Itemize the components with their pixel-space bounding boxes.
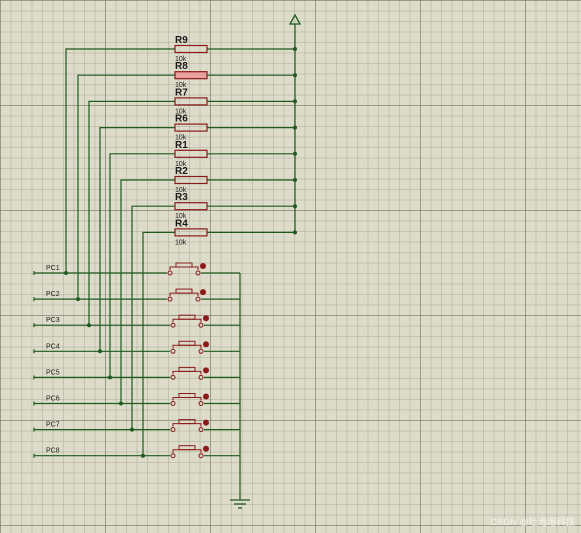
resistor-ref-label: R8 xyxy=(175,61,188,72)
junction-dot xyxy=(108,375,112,380)
resistor-ref-label: R4 xyxy=(175,218,188,229)
button-cap xyxy=(178,445,196,451)
junction-dot xyxy=(119,401,123,406)
resistor-value-label: 10k xyxy=(175,135,187,142)
button-contact xyxy=(195,270,201,276)
button-contact xyxy=(198,427,204,433)
wire xyxy=(109,153,175,378)
wire xyxy=(99,126,175,352)
button-contact xyxy=(198,401,204,406)
resistor-value-label: 10k xyxy=(175,108,187,115)
resistor-value-label: 10k xyxy=(175,213,187,220)
resistor-body xyxy=(174,44,208,54)
button-cap xyxy=(175,262,193,268)
button-cap xyxy=(178,393,196,398)
junction-dot xyxy=(293,178,297,182)
wire xyxy=(65,48,175,273)
button-indicator-icon xyxy=(200,289,206,296)
button-indicator-icon xyxy=(203,367,209,374)
button-indicator-icon xyxy=(200,263,206,269)
button-contact xyxy=(170,322,176,328)
port-label: PC8 xyxy=(46,448,60,455)
port-label: PC6 xyxy=(46,396,60,403)
junction-dot xyxy=(293,73,297,78)
button-contact xyxy=(170,401,176,406)
resistor-ref-label: R3 xyxy=(175,192,188,203)
button-contact xyxy=(170,374,176,380)
button-cap xyxy=(178,314,196,320)
wire xyxy=(142,231,175,456)
resistor-value-label: 10k xyxy=(175,82,187,89)
junction-dot xyxy=(76,297,80,302)
resistor-ref-label: R7 xyxy=(175,87,188,98)
junction-dot xyxy=(293,99,297,104)
resistor-ref-label: R1 xyxy=(175,140,188,151)
button-contact xyxy=(167,296,173,302)
power-symbols xyxy=(230,13,302,509)
port-label: PC5 xyxy=(46,369,60,376)
button-contact xyxy=(170,348,176,354)
button-contact xyxy=(198,322,204,328)
resistor-value-label: 10k xyxy=(175,187,187,194)
junction-dot xyxy=(293,125,297,130)
port-label: PC7 xyxy=(46,422,60,429)
resistor-body xyxy=(174,228,208,237)
resistor-body xyxy=(174,71,208,80)
resistor-ref-label: R2 xyxy=(175,166,188,177)
button-indicator-icon xyxy=(203,445,209,452)
button-indicator-icon xyxy=(203,341,209,348)
watermark: CSDN @吐泡泡科技 xyxy=(490,517,575,527)
button-contact xyxy=(170,453,176,459)
button-cap xyxy=(178,340,196,346)
resistor-ref-label: R9 xyxy=(175,35,188,46)
junction-dot xyxy=(64,271,68,275)
junction-dot xyxy=(293,47,297,51)
resistor-body xyxy=(174,175,208,185)
button-cap xyxy=(178,366,196,372)
junction-dot xyxy=(98,349,102,354)
resistor-body xyxy=(174,202,208,211)
wire xyxy=(88,100,175,326)
button-indicator-icon xyxy=(203,315,209,322)
button-group xyxy=(167,262,209,459)
resistor-value-label: 10k xyxy=(175,161,187,168)
button-indicator-icon xyxy=(203,419,209,426)
port-label: PC2 xyxy=(46,291,60,298)
wires xyxy=(34,24,297,500)
button-indicator-icon xyxy=(203,393,209,400)
button-cap xyxy=(175,288,193,294)
wire xyxy=(77,74,175,300)
button-contact xyxy=(167,270,173,276)
wire xyxy=(120,179,175,404)
vcc-arrow-icon xyxy=(288,13,302,25)
button-contact xyxy=(170,427,176,433)
resistor-body xyxy=(174,123,208,132)
button-contact xyxy=(198,348,204,354)
button-cap xyxy=(178,419,196,425)
resistor-value-label: 10k xyxy=(175,56,187,63)
resistor-body xyxy=(174,149,208,158)
port-label: PC3 xyxy=(46,317,60,324)
resistor-ref-label: R6 xyxy=(175,114,188,125)
junction-dot xyxy=(293,204,297,209)
wire xyxy=(131,205,175,430)
junction-dot xyxy=(141,453,145,458)
button-contact xyxy=(198,453,204,459)
junction-dot xyxy=(130,427,134,432)
junction-dot xyxy=(293,230,297,235)
button-contact xyxy=(198,374,204,380)
junction-dot xyxy=(293,151,297,156)
resistor-body xyxy=(174,97,208,106)
resistor-value-label: 10k xyxy=(175,239,187,246)
port-label: PC4 xyxy=(46,343,60,350)
port-label: PC1 xyxy=(46,265,60,272)
junction-dot xyxy=(87,323,91,328)
button-contact xyxy=(195,296,201,302)
